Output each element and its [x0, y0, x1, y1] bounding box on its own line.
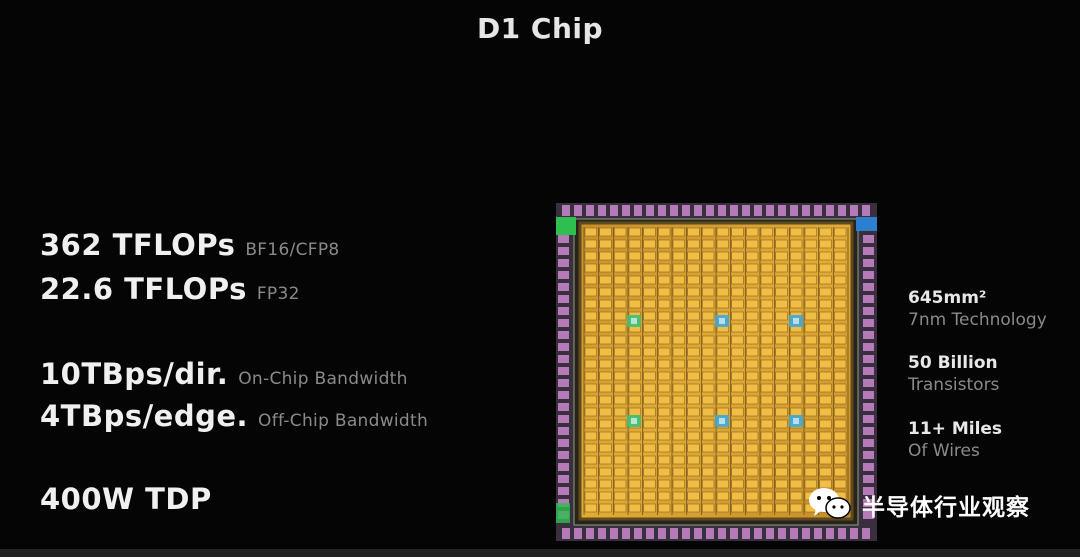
spec-value: 645mm²	[908, 288, 987, 308]
spec-value: 362 TFLOPs	[40, 228, 236, 262]
spec-value: 4TBps/edge.	[40, 399, 249, 433]
spec-wires: 11+ Miles Of Wires	[908, 418, 1002, 462]
spec-note: Of Wires	[908, 441, 980, 461]
spec-transistors: 50 Billion Transistors	[908, 352, 999, 396]
spec-value: 11+ Miles	[908, 419, 1003, 439]
spec-note: 7nm Technology	[908, 310, 1047, 330]
slide-title: D1 Chip	[476, 12, 604, 45]
spec-note: Off-Chip Bandwidth	[258, 411, 429, 431]
spec-offchip-bandwidth: 4TBps/edge. Off-Chip Bandwidth	[40, 399, 428, 433]
spec-value: 50 Billion	[908, 353, 998, 373]
spec-value: 22.6 TFLOPs	[40, 272, 247, 306]
watermark: 半导体行业观察	[808, 485, 1030, 525]
spec-onchip-bandwidth: 10TBps/dir. On-Chip Bandwidth	[40, 357, 408, 391]
spec-note: BF16/CFP8	[245, 240, 340, 260]
bottom-bar	[0, 549, 1080, 557]
spec-value: 10TBps/dir.	[40, 357, 229, 391]
watermark-text: 半导体行业观察	[862, 495, 1030, 521]
spec-note: On-Chip Bandwidth	[238, 369, 408, 389]
wechat-icon	[808, 485, 852, 525]
spec-value: 400W TDP	[40, 482, 212, 516]
spec-tdp: 400W TDP	[40, 482, 212, 516]
spec-die-area: 645mm² 7nm Technology	[908, 287, 1047, 331]
spec-note: FP32	[256, 284, 300, 304]
spec-note: Transistors	[908, 375, 1000, 395]
d1-chip-image	[556, 203, 877, 545]
spec-tflops-bf16: 362 TFLOPs BF16/CFP8	[40, 228, 340, 262]
spec-tflops-fp32: 22.6 TFLOPs FP32	[40, 272, 300, 306]
